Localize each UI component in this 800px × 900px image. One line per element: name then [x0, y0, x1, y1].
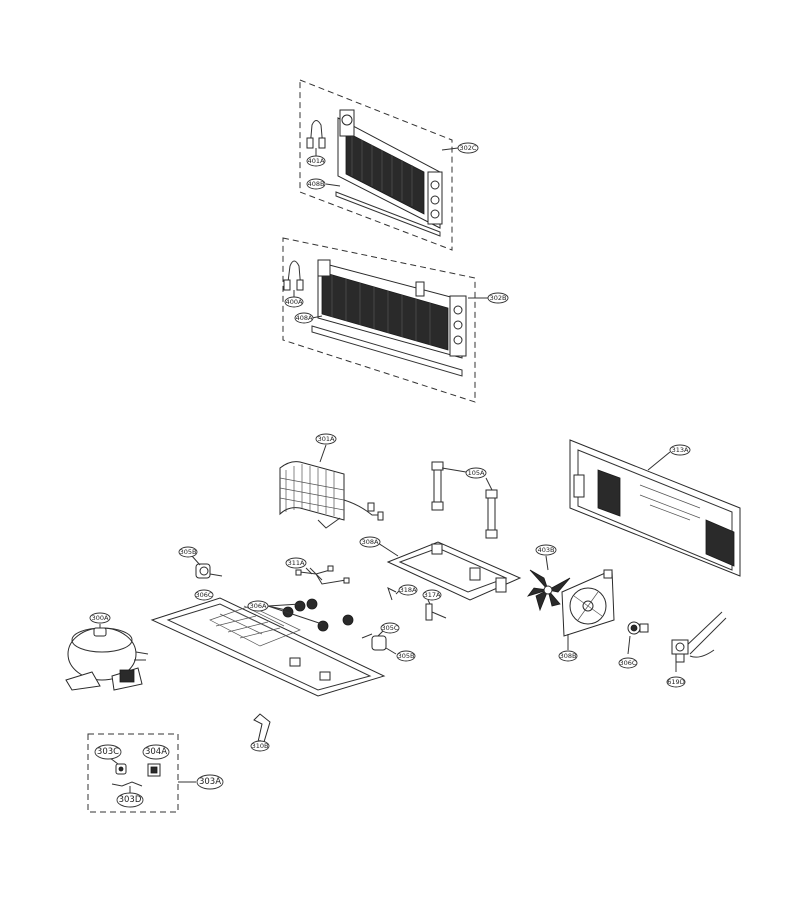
svg-text:303D: 303D — [119, 795, 142, 805]
sensor-317A — [425, 599, 447, 621]
svg-text:403B: 403B — [538, 546, 555, 554]
compressor-300A — [65, 624, 149, 691]
svg-text:306C: 306C — [620, 659, 637, 667]
callout-306A: 306A — [247, 600, 269, 612]
overload-303C — [115, 763, 127, 775]
callout-305B-right: 305B — [396, 650, 416, 662]
drain-tube-310B — [253, 713, 271, 743]
svg-text:313A: 313A — [672, 446, 689, 454]
svg-text:302C: 302C — [460, 144, 477, 152]
svg-text:305B: 305B — [180, 548, 197, 556]
callout-408A: 408A — [294, 312, 314, 324]
wires-311A — [295, 565, 350, 585]
svg-text:308B: 308B — [560, 652, 577, 660]
base-pan — [150, 597, 386, 697]
callout-304A: 304A — [142, 744, 170, 760]
callout-303A: 303A — [196, 774, 224, 790]
callout-619D: 619D — [666, 676, 686, 688]
callout-318A: 318A — [398, 584, 418, 596]
evaporator-coil-upper — [335, 109, 443, 237]
svg-text:619D: 619D — [667, 678, 684, 686]
evaporator-coil-lower — [311, 259, 467, 377]
valve-619D — [671, 611, 727, 672]
water-tubes-105A — [431, 461, 498, 539]
callout-308A: 308A — [359, 536, 381, 548]
svg-text:301A: 301A — [318, 435, 335, 443]
svg-text:308A: 308A — [362, 538, 379, 546]
condenser-301A — [279, 444, 384, 529]
callout-305C: 305C — [380, 622, 400, 634]
svg-text:310B: 310B — [252, 742, 269, 750]
fan-motor-306C — [627, 621, 649, 655]
svg-text:303A: 303A — [199, 777, 221, 787]
svg-text:105A: 105A — [468, 469, 485, 477]
callout-302B: 302B — [487, 292, 509, 304]
evaporator-assembly-upper — [299, 79, 459, 251]
callout-317A: 317A — [422, 589, 442, 601]
compressor-grommet-305B-left — [191, 555, 223, 579]
callout-306C-left: 306C — [194, 589, 214, 601]
callout-401A: 401A — [306, 155, 326, 167]
callout-310B: 310B — [250, 740, 270, 752]
callout-303D: 303D — [116, 792, 144, 808]
callout-311A: 311A — [285, 557, 307, 569]
callout-400A: 400A — [284, 296, 304, 308]
callout-305B-left: 305B — [178, 546, 198, 558]
svg-text:305B: 305B — [398, 652, 415, 660]
svg-text:303C: 303C — [97, 747, 119, 757]
callout-308B: 308B — [558, 650, 578, 662]
heater-wire-401A — [306, 120, 326, 149]
fan-bracket-308A — [377, 541, 522, 601]
svg-text:408B: 408B — [308, 180, 325, 188]
svg-text:300A: 300A — [92, 614, 109, 622]
svg-text:408A: 408A — [296, 314, 313, 322]
fan-shroud-308B — [561, 569, 615, 650]
svg-text:400A: 400A — [286, 298, 303, 306]
dampers-306A — [267, 598, 354, 632]
clip-318A — [387, 587, 401, 601]
heater-wire-400A — [283, 260, 304, 291]
callout-313A: 313A — [669, 444, 691, 456]
svg-text:306C: 306C — [196, 591, 213, 599]
svg-text:306A: 306A — [250, 602, 267, 610]
svg-text:317A: 317A — [424, 591, 441, 599]
callout-306C-right: 306C — [618, 657, 638, 669]
callout-303C: 303C — [94, 744, 122, 760]
fan-blade-403B — [526, 555, 571, 612]
relay-assembly-303A — [87, 733, 196, 813]
evaporator-assembly-lower — [282, 237, 488, 403]
svg-text:305C: 305C — [382, 624, 399, 632]
callout-105A: 105A — [465, 467, 487, 479]
callout-302C: 302C — [457, 142, 479, 154]
compressor-grommet-305B-right — [371, 635, 397, 655]
relay-304A — [147, 763, 161, 777]
back-cover-313A — [569, 439, 741, 577]
callout-403B: 403B — [535, 544, 557, 556]
callout-408B: 408B — [306, 178, 326, 190]
svg-text:302B: 302B — [490, 294, 507, 302]
svg-text:401A: 401A — [308, 157, 325, 165]
svg-text:318A: 318A — [400, 586, 417, 594]
callout-300A: 300A — [89, 612, 111, 624]
svg-text:304A: 304A — [145, 747, 167, 757]
callout-301A: 301A — [315, 433, 337, 445]
svg-text:311A: 311A — [288, 559, 305, 567]
